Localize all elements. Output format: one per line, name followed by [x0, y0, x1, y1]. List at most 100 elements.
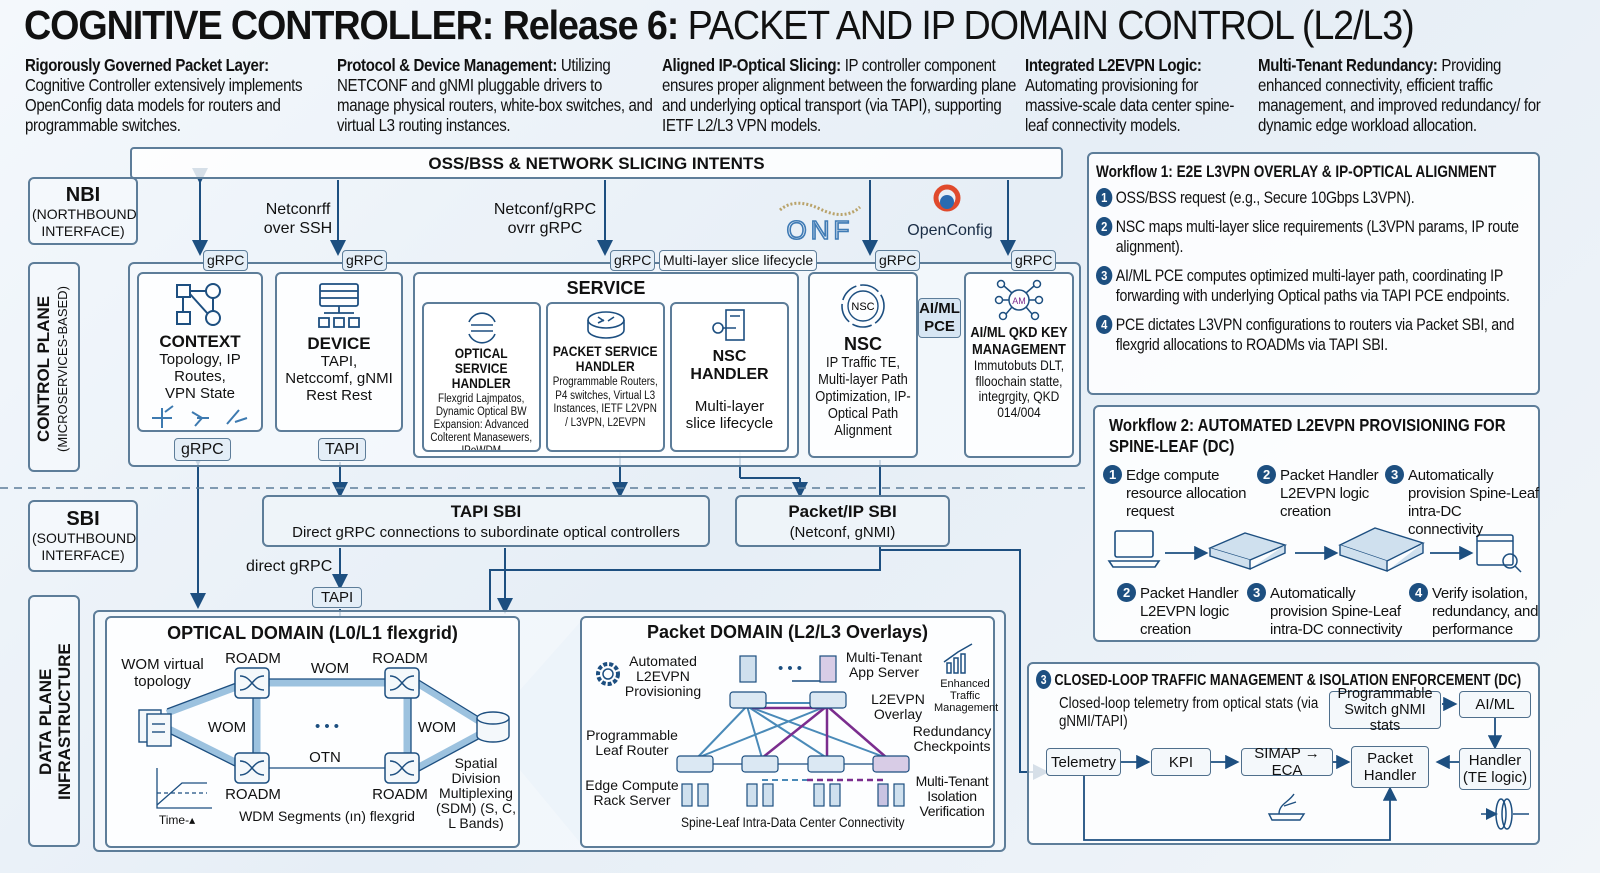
router-icon — [586, 311, 625, 339]
roadm-label: ROADM — [225, 650, 281, 667]
step-number: 3 — [1036, 670, 1052, 689]
wom-label: WOM — [310, 660, 350, 677]
wom-virtual-label: WOM virtual topology — [121, 656, 204, 690]
simap-eca-box[interactable]: SIMAP → ECA — [1241, 745, 1333, 779]
intro-body: Automating provisioning for massive-scal… — [1025, 75, 1234, 135]
step-text: OSS/BSS request (e.g., Secure 10Gbps L3V… — [1115, 189, 1415, 207]
nsc-handler-body: Multi-layer slice lifecycle — [685, 398, 774, 432]
step-text: Packet Handler L2EVPN logic creation — [1140, 585, 1239, 638]
page-title: COGNITIVE CONTROLLER: Release 6: PACKET … — [24, 2, 1415, 49]
document-icon — [138, 709, 172, 747]
nsc-icon-text: NSC — [851, 301, 874, 313]
nbi-subtitle: (NORTHBOUND INTERFACE) — [32, 206, 137, 239]
data-plane-subtitle: INFRASTRUCTURE — [55, 643, 74, 801]
step-number: 3 — [1096, 266, 1113, 285]
packet-ip-sbi-box[interactable]: Packet/IP SBI (Netconf, gNMI) — [735, 495, 950, 547]
title-rest: PACKET AND IP DOMAIN CONTROL (L2/L3) — [687, 2, 1415, 48]
intro-l2evpn: Integrated L2EVPN Logic: Automating prov… — [1025, 55, 1253, 135]
chart-growth-icon — [943, 643, 973, 674]
nsc-handler-title: NSC HANDLER — [690, 348, 769, 383]
enhanced-traffic-label: Enhanced Traffic Management — [934, 678, 999, 714]
optical-domain-title: OPTICAL DOMAIN (L0/L1 flexgrid) — [167, 623, 458, 643]
nsc-module[interactable]: NSC NSC IP Traffic TE, Multi-layer Path … — [808, 272, 918, 458]
otn-label: OTN — [309, 749, 341, 766]
packet-domain-title: Packet DOMAIN (L2/L3 Overlays) — [646, 622, 929, 642]
packet-service-handler[interactable]: PACKET SERVICE HANDLER Programmable Rout… — [546, 302, 665, 452]
te-handler-box[interactable]: Handler (TE logic) — [1459, 748, 1531, 790]
context-title: CONTEXT — [159, 332, 241, 351]
step-number: 4 — [1409, 583, 1428, 602]
oss-bss-bar: OSS/BSS & NETWORK SLICING INTENTS — [130, 147, 1063, 179]
packet-handler-box[interactable]: Packet Handler — [1351, 746, 1429, 788]
closed-loop-arrows — [1083, 696, 1529, 841]
grpc-tag-nsc: gRPC — [875, 250, 921, 271]
packet-handler-body: Programmable Routers, P4 switches, Virtu… — [552, 376, 658, 429]
title-bold: COGNITIVE CONTROLLER: Release 6: — [24, 2, 679, 48]
control-plane-title: CONTROL PLANE — [34, 295, 53, 443]
workflow2-flow — [1107, 527, 1522, 573]
device-module[interactable]: DEVICE TAPI, Netccomf, gNMI Rest Rest — [275, 272, 403, 432]
step-number: 1 — [1103, 465, 1122, 484]
server-network-icon — [318, 283, 360, 328]
intro-multitenant: Multi-Tenant Redundancy: Providing enhan… — [1258, 55, 1558, 135]
optical-handler-title: OPTICAL SERVICE HANDLER — [452, 345, 511, 391]
telemetry-box[interactable]: Telemetry — [1046, 748, 1121, 776]
switch-icon — [1338, 527, 1425, 572]
context-module[interactable]: CONTEXT Topology, IP Routes, VPN State — [137, 272, 263, 432]
switch-icons — [676, 691, 910, 773]
wom-label: WOM — [417, 719, 457, 736]
step-text: Automatically provision Spine-Leaf intra… — [1408, 467, 1539, 538]
kpi-box[interactable]: KPI — [1151, 748, 1211, 776]
qkd-title: AI/ML QKD KEY MANAGEMENT — [970, 324, 1068, 358]
onf-logo: ONF — [775, 195, 865, 246]
step-text: NSC maps multi-layer slice requirements … — [1115, 218, 1519, 256]
step-number: 4 — [1096, 315, 1113, 334]
more-servers-dots: • • • — [777, 660, 803, 677]
aiml-box[interactable]: AI/ML — [1459, 691, 1531, 718]
tapi-tag-data-plane: TAPI — [312, 587, 363, 608]
step-number: 3 — [1247, 583, 1266, 602]
workflow2-title-wrap: Workflow 2: AUTOMATED L2EVPN PROVISIONIN… — [1109, 415, 1529, 457]
more-nodes-dots: • • • — [314, 718, 340, 735]
sbi-box: SBI (SOUTHBOUND INTERFACE) — [28, 500, 138, 572]
openconfig-logo: OpenConfig — [895, 182, 1005, 242]
intro-body: Cognitive Controller extensively impleme… — [25, 75, 303, 135]
intro-ip-optical: Aligned IP-Optical Slicing: IP controlle… — [662, 55, 1022, 135]
svg-text:ONF: ONF — [787, 215, 854, 245]
time-graph-icon — [156, 768, 212, 809]
step-text: Packet Handler L2EVPN logic creation — [1280, 467, 1379, 520]
nsc-handler[interactable]: NSC HANDLER Multi-layer slice lifecycle — [670, 302, 789, 452]
l2evpn-overlay-label: L2EVPN Overlay — [871, 691, 925, 722]
multilayer-slice-tag: Multi-layer slice lifecycle — [659, 250, 818, 271]
roadm-label: ROADM — [372, 786, 428, 803]
grpc-tag-qkd: gRPC — [1011, 250, 1057, 271]
programmable-switch-stats-box[interactable]: Programmable Switch gNMI stats — [1329, 686, 1441, 734]
qkd-module[interactable]: AM AI/ML QKD KEY MANAGEMENT Immutobuts D… — [964, 272, 1074, 458]
leaf-router-label: Programmable Leaf Router — [586, 727, 678, 758]
optical-service-handler[interactable]: OPTICAL SERVICE HANDLER Flexgrid Lajmpat… — [422, 302, 541, 452]
grpc-tag-service: gRPC — [610, 250, 656, 271]
intro-body: IP controller component ensures proper a… — [662, 55, 1017, 135]
direct-grpc-label: direct gRPC — [246, 558, 333, 575]
step-text: Automatically provision Spine-Leaf intra… — [1270, 585, 1403, 638]
nsc-body: IP Traffic TE, Multi-layer Path Optimiza… — [815, 354, 911, 439]
intro-body: Utilizing NETCONF and gNMI pluggable dri… — [337, 55, 653, 135]
server-icons — [681, 655, 905, 807]
step-number: 1 — [1096, 188, 1113, 207]
qkd-body: Immutobuts DLT, flloochain statte, integ… — [973, 357, 1065, 420]
analytics-plant-icon — [1267, 793, 1306, 821]
tapi-sbi-box[interactable]: TAPI SBI Direct gRPC connections to subo… — [262, 495, 710, 547]
roadm-label: ROADM — [225, 786, 281, 803]
aiml-pce-badge: AI/ML PCE — [918, 298, 961, 338]
spine-leaf-topology — [596, 643, 973, 807]
